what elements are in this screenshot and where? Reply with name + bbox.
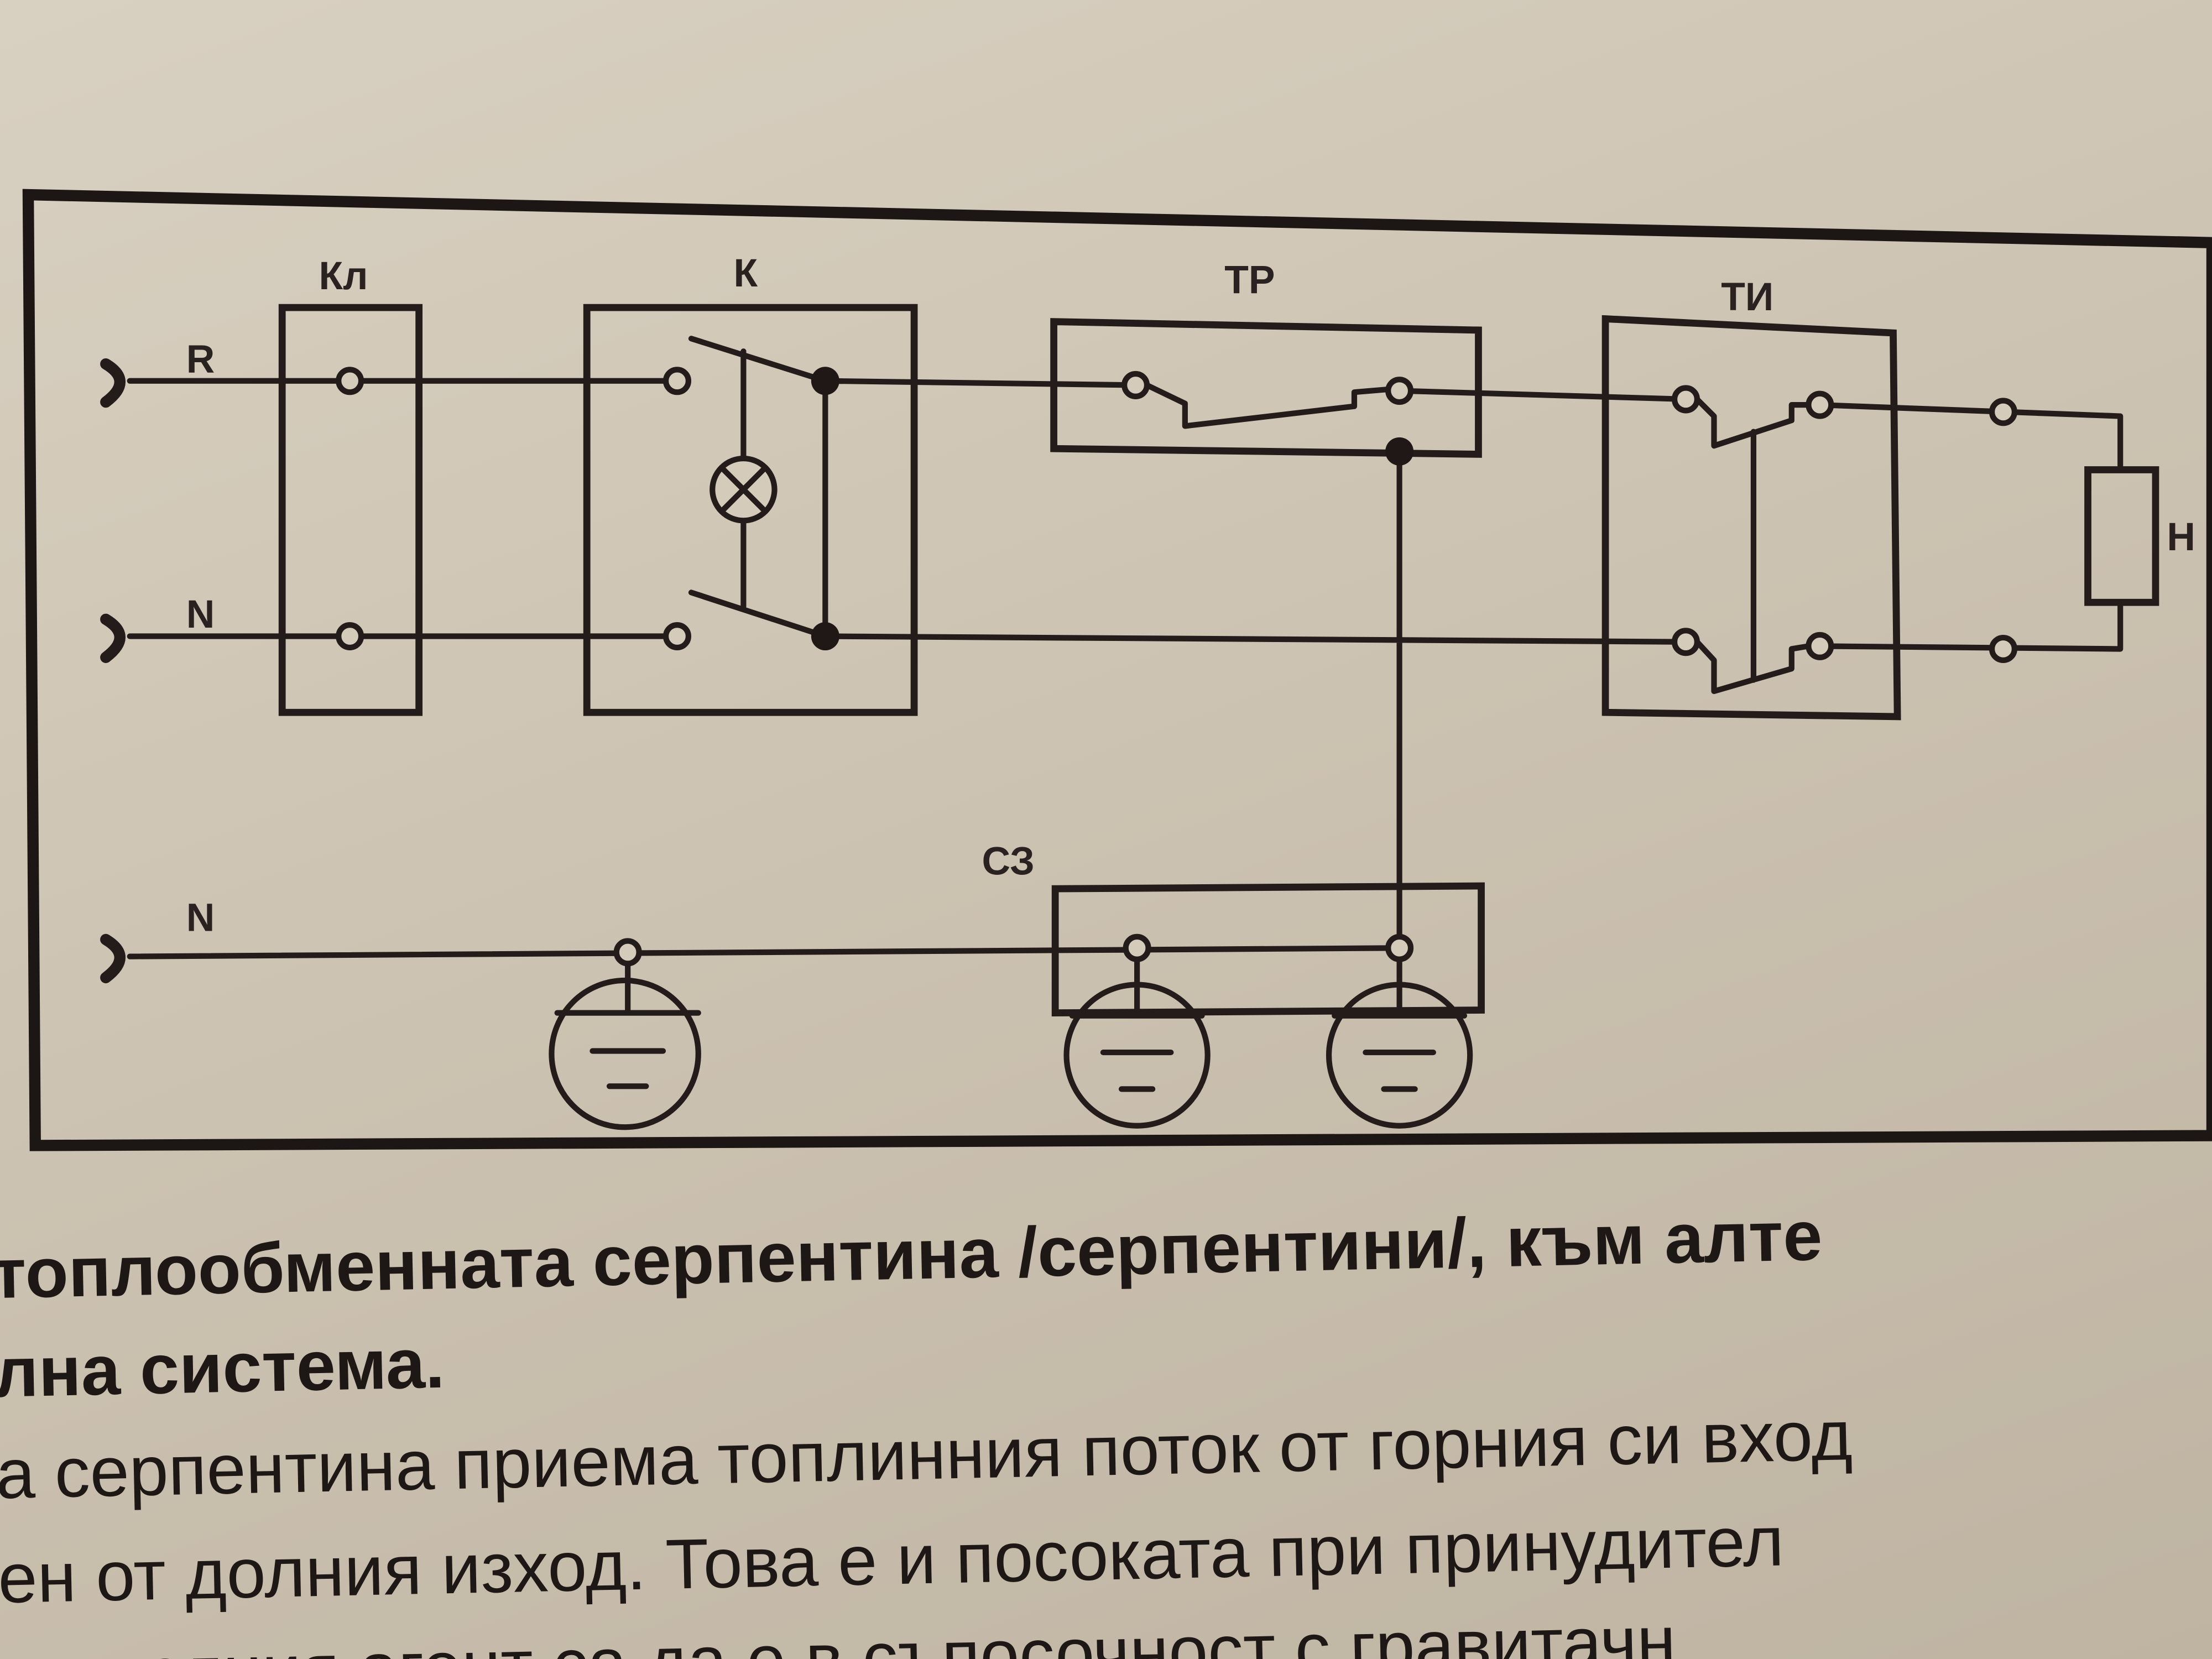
terminal [336, 622, 364, 651]
terminal [1806, 390, 1834, 419]
switch-k-contacts [688, 336, 828, 639]
terminal [1385, 377, 1414, 405]
terminal [662, 622, 691, 651]
ground-icon [1063, 945, 1211, 1129]
body-line-1: а серпентина приема топлинния поток от г… [0, 1396, 1853, 1514]
thermoregulator-contact [1144, 382, 1391, 429]
heater-resistor [2084, 466, 2159, 606]
label-k: К [734, 251, 758, 295]
label-r: R [186, 337, 215, 381]
label-n2: N [186, 896, 215, 940]
thermoregulator-box [1050, 318, 1482, 458]
ground-icon [549, 949, 701, 1130]
input-socket-r [100, 358, 126, 408]
protection-box [1051, 882, 1485, 1017]
document-text: топлообменната серпентина /серпентини/, … [0, 1197, 1853, 1659]
wires [127, 378, 2124, 959]
label-sz: СЗ [982, 839, 1035, 884]
terminal [1121, 371, 1150, 399]
terminal [1385, 933, 1414, 962]
label-n: N [186, 592, 215, 637]
thermo-limiter-contacts [1694, 396, 1812, 695]
terminal [1671, 385, 1700, 414]
label-h: Н [2167, 515, 2195, 559]
terminal [613, 938, 642, 967]
junction [811, 367, 839, 395]
terminal [1806, 632, 1834, 660]
label-ti: ТИ [1721, 275, 1773, 319]
heading-line-2: лна система. [0, 1324, 445, 1412]
diagram-frame [22, 189, 2212, 1151]
input-socket-n2 [100, 933, 126, 984]
terminal [662, 367, 691, 395]
label-tr: ТР [1224, 258, 1275, 302]
ground-icon [1326, 945, 1473, 1129]
terminal [1123, 933, 1151, 962]
body-line-2: ен от долния изход. Това е и посоката пр… [0, 1503, 1785, 1619]
terminal [1989, 634, 2017, 663]
terminal [336, 367, 364, 395]
terminal [1989, 398, 2017, 426]
indicator-lamp-icon [709, 455, 778, 524]
label-kl: Кл [319, 254, 368, 298]
terminal [1671, 628, 1700, 656]
junction [811, 622, 839, 651]
thermo-limiter-box [1601, 315, 1901, 721]
switch-kl-box [278, 304, 423, 716]
input-socket-n [100, 613, 126, 663]
switch-k-box [583, 304, 918, 716]
junction [1385, 437, 1414, 466]
heading-line-1: топлообменната серпентина /серпентини/, … [0, 1197, 1823, 1313]
